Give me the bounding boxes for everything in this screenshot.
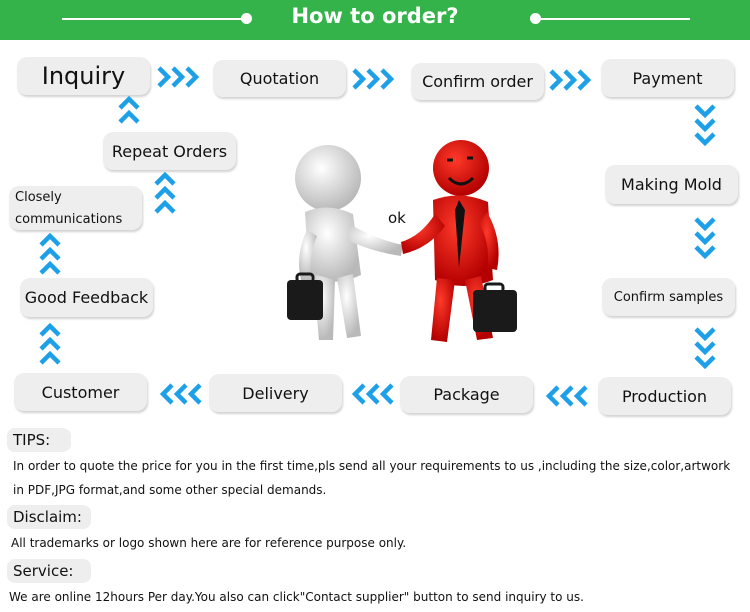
step-making-mold: Making Mold — [605, 165, 738, 204]
white-figure — [287, 145, 403, 340]
step-package: Package — [400, 376, 533, 413]
arrow-right-icon — [549, 69, 592, 91]
ok-label: ok — [388, 209, 406, 227]
handshake-illustration — [287, 140, 517, 342]
step-closely-communications: Closely communications — [9, 186, 142, 230]
service-title: Service: — [7, 559, 91, 583]
step-delivery: Delivery — [209, 374, 342, 412]
step-customer: Customer — [14, 373, 147, 411]
step-inquiry: Inquiry — [17, 57, 150, 95]
arrow-right-icon — [352, 68, 395, 90]
arrow-up-icon — [39, 233, 61, 275]
header-line-right — [540, 18, 690, 20]
closely-line2: communications — [15, 211, 123, 227]
step-confirm-samples: Confirm samples — [602, 278, 735, 316]
page-title: How to order? — [291, 4, 459, 28]
step-repeat-orders: Repeat Orders — [103, 132, 236, 170]
arrow-left-icon — [352, 383, 394, 405]
service-text: We are online 12hours Per day.You also c… — [9, 590, 584, 604]
step-payment: Payment — [601, 59, 734, 97]
step-production: Production — [598, 377, 731, 415]
tips-line2: in PDF,JPG format,and some other special… — [13, 483, 327, 497]
red-figure — [401, 140, 517, 342]
tips-line1: In order to quote the price for you in t… — [13, 459, 731, 473]
arrow-up-icon — [39, 323, 61, 365]
step-good-feedback: Good Feedback — [20, 278, 153, 317]
arrow-down-icon — [694, 217, 716, 260]
tips-title: TIPS: — [7, 428, 71, 452]
header-dot-right — [530, 13, 541, 24]
header-bar: How to order? — [0, 0, 750, 40]
arrow-up-icon — [118, 96, 140, 124]
disclaim-text: All trademarks or logo shown here are fo… — [11, 536, 407, 550]
step-quotation: Quotation — [213, 60, 346, 97]
arrow-up-icon — [154, 172, 176, 214]
arrow-left-icon — [160, 383, 202, 405]
closely-line1: Closely — [15, 189, 62, 205]
arrow-right-icon — [157, 66, 200, 88]
arrow-down-icon — [694, 327, 716, 370]
header-dot-left — [241, 13, 252, 24]
disclaim-title: Disclaim: — [7, 505, 91, 529]
header-line-left — [62, 18, 242, 20]
arrow-down-icon — [694, 104, 716, 147]
arrow-left-icon — [546, 385, 588, 407]
step-confirm-order: Confirm order — [411, 63, 544, 100]
